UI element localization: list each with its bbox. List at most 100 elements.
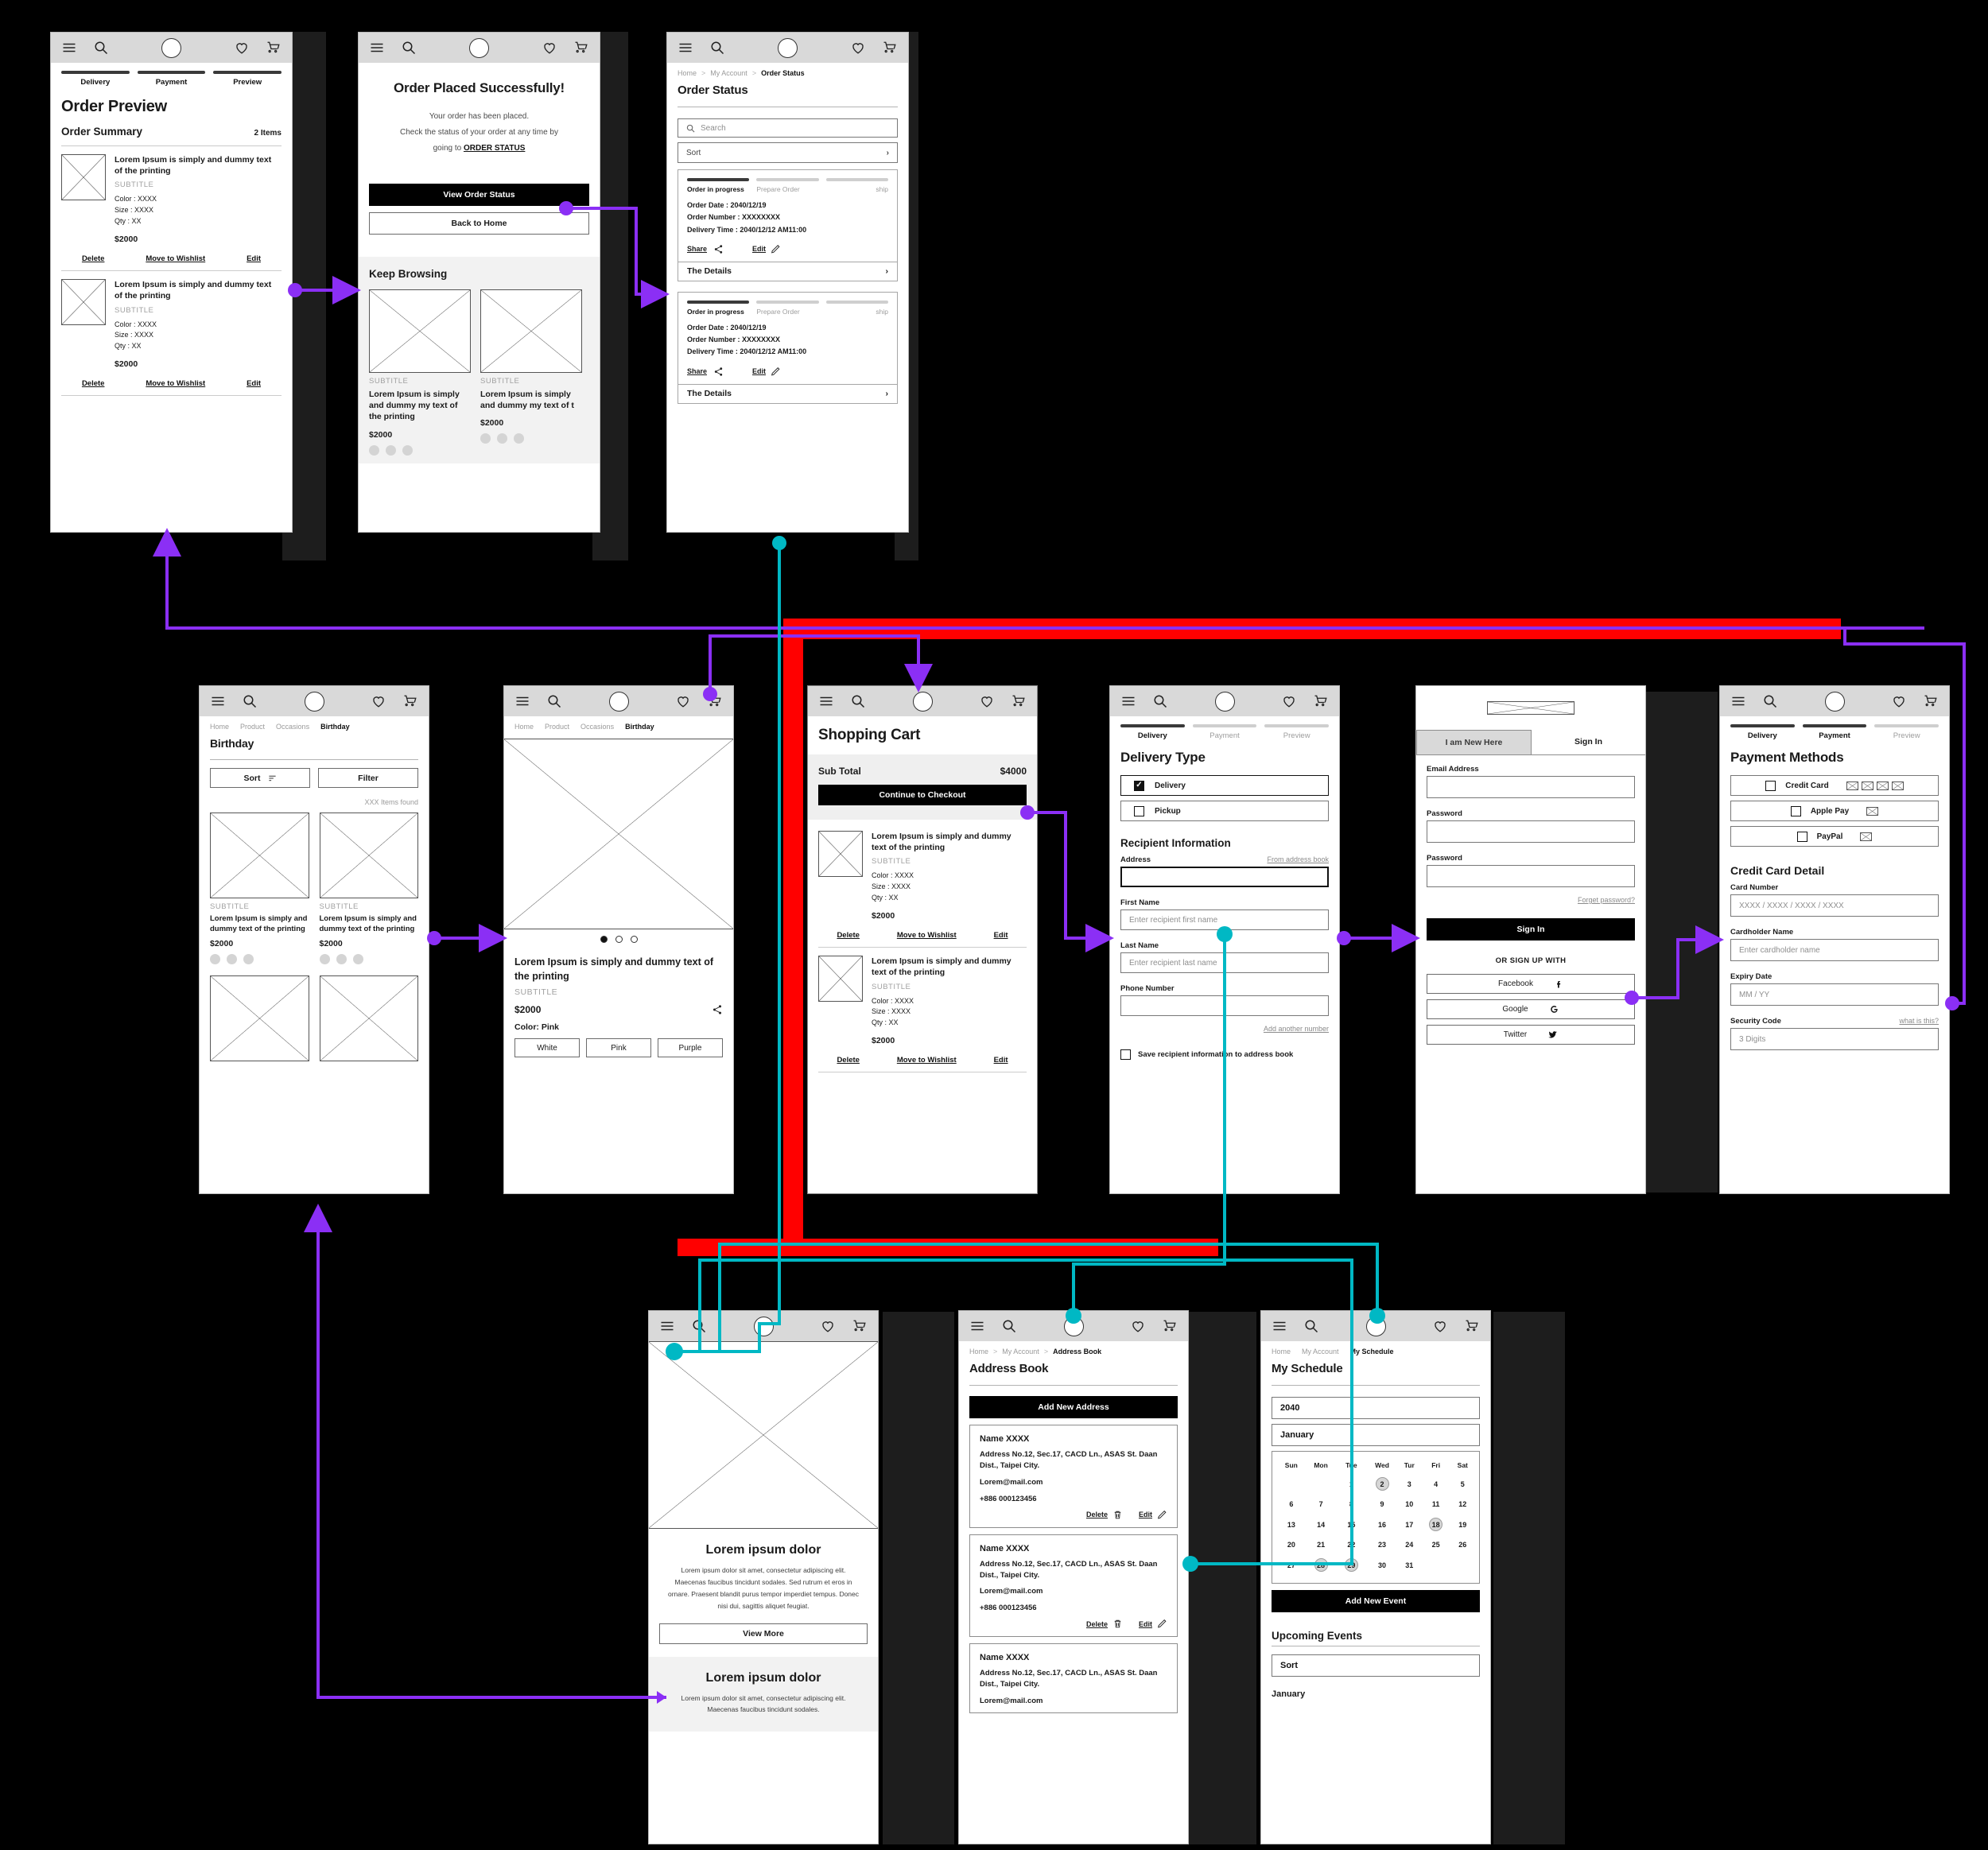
- calendar-day[interactable]: 2: [1366, 1472, 1398, 1495]
- calendar-day[interactable]: 14: [1317, 1520, 1326, 1529]
- avatar-icon[interactable]: [778, 37, 798, 58]
- heart-icon[interactable]: [1282, 694, 1296, 708]
- hamburger-icon[interactable]: [970, 1319, 984, 1333]
- payment-option-paypal[interactable]: PayPal: [1730, 826, 1939, 847]
- calendar-day[interactable]: [1421, 1553, 1451, 1577]
- edit-link[interactable]: Edit: [752, 367, 767, 376]
- browse-card[interactable]: SUBTITLE Lorem Ipsum is simply and dummy…: [480, 289, 582, 456]
- calendar-day[interactable]: 18: [1421, 1513, 1451, 1536]
- expiry-date-input[interactable]: MM / YY: [1730, 983, 1939, 1006]
- calendar-day[interactable]: 7: [1318, 1500, 1323, 1508]
- order-status-link[interactable]: ORDER STATUS: [463, 144, 526, 153]
- calendar-day[interactable]: 6: [1289, 1500, 1294, 1508]
- first-name-input[interactable]: Enter recipient first name: [1120, 909, 1329, 930]
- hamburger-icon[interactable]: [370, 41, 384, 55]
- step-preview[interactable]: Preview: [213, 71, 282, 87]
- step-payment[interactable]: Payment: [1192, 724, 1257, 740]
- pencil-icon[interactable]: [1157, 1510, 1167, 1520]
- color-swatch[interactable]: [336, 953, 347, 964]
- avatar-icon[interactable]: [753, 1316, 774, 1336]
- hamburger-icon[interactable]: [515, 694, 530, 708]
- heart-icon[interactable]: [1433, 1319, 1447, 1333]
- calendar-day[interactable]: 30: [1377, 1561, 1386, 1569]
- calendar-day[interactable]: [1306, 1472, 1337, 1495]
- google-signin-button[interactable]: Google: [1427, 999, 1635, 1019]
- nav-occasions[interactable]: Occasions: [580, 723, 615, 731]
- trash-icon[interactable]: [1112, 1619, 1123, 1629]
- filter-button[interactable]: Filter: [318, 768, 418, 788]
- avatar-icon[interactable]: [1214, 691, 1235, 712]
- avatar-icon[interactable]: [608, 691, 629, 712]
- calendar-day[interactable]: 27: [1287, 1561, 1295, 1569]
- checkbox-icon[interactable]: [1765, 780, 1776, 791]
- move-to-wishlist-link[interactable]: Move to Wishlist: [896, 931, 957, 941]
- hamburger-icon[interactable]: [678, 41, 693, 55]
- upcoming-sort-select[interactable]: Sort: [1272, 1654, 1480, 1677]
- address-input[interactable]: [1120, 867, 1329, 887]
- checkbox-icon[interactable]: [1134, 780, 1144, 791]
- trash-icon[interactable]: [1112, 1510, 1123, 1520]
- pager-dot[interactable]: [615, 936, 623, 943]
- cart-icon[interactable]: [266, 41, 281, 55]
- pencil-icon[interactable]: [771, 244, 781, 254]
- heart-icon[interactable]: [980, 694, 994, 708]
- color-swatch[interactable]: [319, 953, 330, 964]
- password-input-2[interactable]: [1427, 865, 1635, 887]
- heart-icon[interactable]: [371, 694, 386, 708]
- color-option-white[interactable]: White: [514, 1038, 580, 1057]
- calendar-day[interactable]: 5: [1460, 1480, 1465, 1488]
- hamburger-icon[interactable]: [211, 694, 225, 708]
- product-image[interactable]: [210, 975, 309, 1061]
- search-icon[interactable]: [243, 694, 257, 708]
- hamburger-icon[interactable]: [1121, 694, 1136, 708]
- facebook-signin-button[interactable]: Facebook: [1427, 974, 1635, 994]
- search-icon[interactable]: [1002, 1319, 1016, 1333]
- delete-link[interactable]: Delete: [837, 1056, 860, 1065]
- sort-select[interactable]: Sort ›: [678, 142, 898, 163]
- heart-icon[interactable]: [851, 41, 865, 55]
- color-swatch[interactable]: [386, 444, 396, 456]
- avatar-icon[interactable]: [161, 37, 181, 58]
- cart-icon[interactable]: [1924, 694, 1938, 708]
- breadcrumb-home[interactable]: Home: [1272, 1348, 1291, 1356]
- color-swatch[interactable]: [352, 953, 363, 964]
- security-code-input[interactable]: 3 Digits: [1730, 1028, 1939, 1050]
- calendar-day[interactable]: 11: [1431, 1500, 1440, 1508]
- hamburger-icon[interactable]: [1272, 1319, 1287, 1333]
- delete-link[interactable]: Delete: [81, 379, 105, 389]
- cart-icon[interactable]: [574, 41, 588, 55]
- continue-to-checkout-button[interactable]: Continue to Checkout: [818, 785, 1027, 805]
- calendar-day[interactable]: 21: [1317, 1541, 1326, 1549]
- edit-link[interactable]: Edit: [1139, 1619, 1152, 1628]
- pencil-icon[interactable]: [771, 367, 781, 377]
- avatar-icon[interactable]: [469, 37, 489, 58]
- breadcrumb-account[interactable]: My Account: [710, 69, 747, 77]
- calendar-day[interactable]: 20: [1287, 1541, 1295, 1549]
- calendar-day[interactable]: 28: [1306, 1553, 1337, 1577]
- move-to-wishlist-link[interactable]: Move to Wishlist: [146, 379, 206, 389]
- heart-icon[interactable]: [676, 694, 690, 708]
- twitter-signin-button[interactable]: Twitter: [1427, 1025, 1635, 1045]
- search-icon[interactable]: [851, 694, 865, 708]
- view-order-status-button[interactable]: View Order Status: [369, 184, 589, 206]
- color-option-purple[interactable]: Purple: [658, 1038, 723, 1057]
- share-icon[interactable]: [713, 367, 724, 377]
- search-icon[interactable]: [1304, 1319, 1318, 1333]
- checkbox-icon[interactable]: [1120, 1049, 1131, 1060]
- calendar-day[interactable]: 29: [1336, 1553, 1366, 1577]
- share-icon[interactable]: [713, 244, 724, 254]
- card-number-input[interactable]: XXXX / XXXX / XXXX / XXXX: [1730, 894, 1939, 917]
- step-preview[interactable]: Preview: [1874, 724, 1939, 740]
- avatar-icon[interactable]: [1824, 691, 1845, 712]
- calendar-day[interactable]: [1451, 1553, 1474, 1577]
- hamburger-icon[interactable]: [660, 1319, 674, 1333]
- calendar-day[interactable]: 26: [1458, 1541, 1467, 1549]
- month-select[interactable]: January: [1272, 1424, 1480, 1446]
- calendar-day[interactable]: 19: [1458, 1520, 1467, 1529]
- sign-in-button[interactable]: Sign In: [1427, 918, 1635, 941]
- heart-icon[interactable]: [1892, 694, 1906, 708]
- calendar-day[interactable]: 15: [1347, 1520, 1356, 1529]
- checkbox-icon[interactable]: [1790, 805, 1801, 816]
- tab-sign-in[interactable]: Sign In: [1532, 730, 1645, 754]
- sort-button[interactable]: Sort: [210, 768, 310, 788]
